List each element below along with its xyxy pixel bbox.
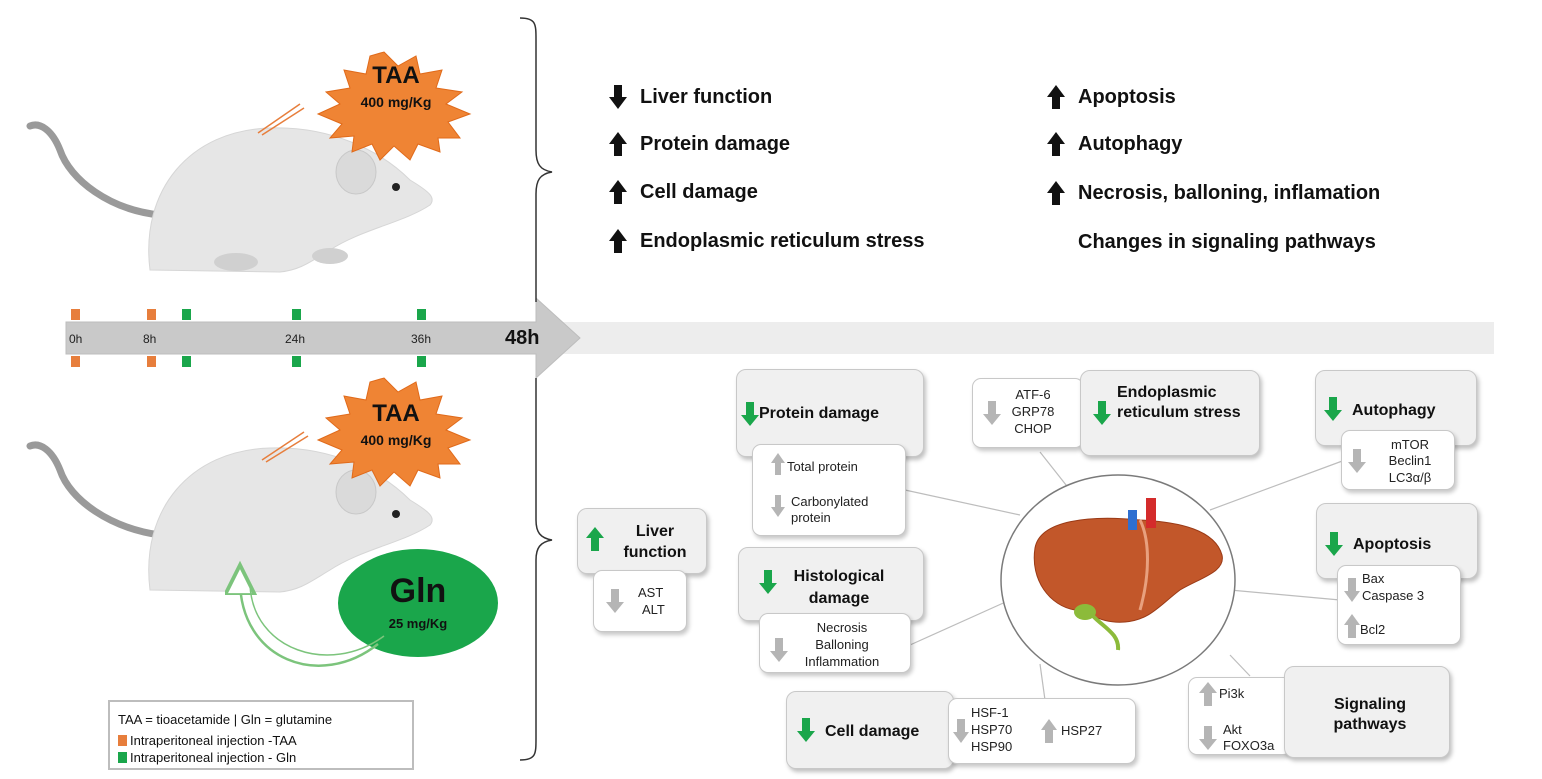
green-up-arrow-icon xyxy=(586,527,604,551)
grey-down-arrow-icon xyxy=(1348,449,1366,473)
up-arrow-icon xyxy=(609,180,627,204)
gln-curved-arrow-icon xyxy=(240,580,379,667)
box-protein-damage: Protein damage xyxy=(736,369,924,457)
box-histological-damage: Histological damage xyxy=(738,547,924,621)
tick-36h: 36h xyxy=(411,332,432,346)
box-cell-damage: Cell damage xyxy=(786,691,954,769)
mouse-top-icon xyxy=(26,121,433,273)
grey-down-arrow-icon xyxy=(771,495,785,517)
tick-8h: 8h xyxy=(143,332,157,346)
sub-er-markers: ATF-6 GRP78 CHOP xyxy=(972,378,1084,448)
sub-histology-markers: Necrosis Balloning Inflammation xyxy=(759,613,911,673)
liver-icon xyxy=(1000,474,1236,686)
box-liver-function: Liver function xyxy=(577,508,707,574)
green-down-arrow-icon xyxy=(1325,532,1343,556)
gln-label: Gln xyxy=(389,572,447,610)
sub-liver-markers: AST ALT xyxy=(593,570,687,632)
green-down-arrow-icon xyxy=(1093,401,1111,425)
injection-markers xyxy=(71,309,426,367)
taa-burst-bottom-dose: 400 mg/Kg xyxy=(360,432,432,448)
grey-up-arrow-icon xyxy=(1199,682,1217,706)
legend-taa-row: Intraperitoneal injection -TAA xyxy=(118,733,297,749)
grey-up-arrow-icon xyxy=(771,453,785,475)
tick-48h: 48h xyxy=(505,327,540,349)
grey-up-arrow-icon xyxy=(1344,614,1360,638)
sub-autophagy-markers: mTOR Beclin1 LC3α/β xyxy=(1341,430,1455,490)
taa-burst-bottom-icon xyxy=(261,377,472,487)
green-down-arrow-icon xyxy=(1324,397,1342,421)
grey-down-arrow-icon xyxy=(606,589,624,613)
green-down-arrow-icon xyxy=(741,402,759,426)
sub-apoptosis-markers: Bax Caspase 3 Bcl2 xyxy=(1337,565,1461,645)
grey-up-arrow-icon xyxy=(1041,719,1057,743)
up-arrow-icon xyxy=(609,229,627,253)
up-arrow-icon xyxy=(1047,85,1065,109)
box-signaling-pathways: Signaling pathways xyxy=(1284,666,1450,758)
sub-cell-markers: HSF-1 HSP70 HSP90 HSP27 xyxy=(948,698,1136,764)
down-arrow-icon xyxy=(609,85,627,109)
timeline-arrow-icon xyxy=(65,296,581,380)
brace-top-icon xyxy=(519,17,553,302)
grey-down-arrow-icon xyxy=(770,638,788,662)
taa-burst-top-label: TAA xyxy=(372,62,420,89)
gln-dose: 25 mg/Kg xyxy=(388,616,448,631)
green-swatch-icon xyxy=(118,752,127,763)
taa-burst-top-dose: 400 mg/Kg xyxy=(360,94,432,110)
tick-0h: 0h xyxy=(69,332,83,346)
taa-burst-bottom-label: TAA xyxy=(372,400,420,427)
green-down-arrow-icon xyxy=(797,718,815,742)
gln-ellipse xyxy=(338,549,498,657)
taa-burst-top-icon xyxy=(257,51,472,161)
grey-down-arrow-icon xyxy=(1344,578,1360,602)
up-arrow-icon xyxy=(1047,132,1065,156)
grey-down-arrow-icon xyxy=(953,719,969,743)
up-arrow-icon xyxy=(609,132,627,156)
up-arrow-icon xyxy=(1047,181,1065,205)
legend-abbrev: TAA = tioacetamide | Gln = glutamine xyxy=(118,712,333,727)
green-down-arrow-icon xyxy=(759,570,777,594)
box-er-stress: Endoplasmic reticulum stress xyxy=(1080,370,1260,456)
brace-bottom-icon xyxy=(519,378,553,761)
grey-down-arrow-icon xyxy=(1199,726,1217,750)
orange-swatch-icon xyxy=(118,735,127,746)
legend-gln-row: Intraperitoneal injection - Gln xyxy=(118,750,296,766)
connector-lines xyxy=(904,451,1346,701)
sub-protein-markers: Total protein Carbonylated protein xyxy=(752,444,906,536)
sub-signaling-markers: Pi3k Akt FOXO3a xyxy=(1188,677,1292,755)
mouse-bottom-icon xyxy=(26,441,433,593)
grey-down-arrow-icon xyxy=(983,401,1001,425)
legend: TAA = tioacetamide | Gln = glutamine Int… xyxy=(108,700,414,770)
timeline-band xyxy=(560,322,1494,354)
tick-24h: 24h xyxy=(285,332,306,346)
